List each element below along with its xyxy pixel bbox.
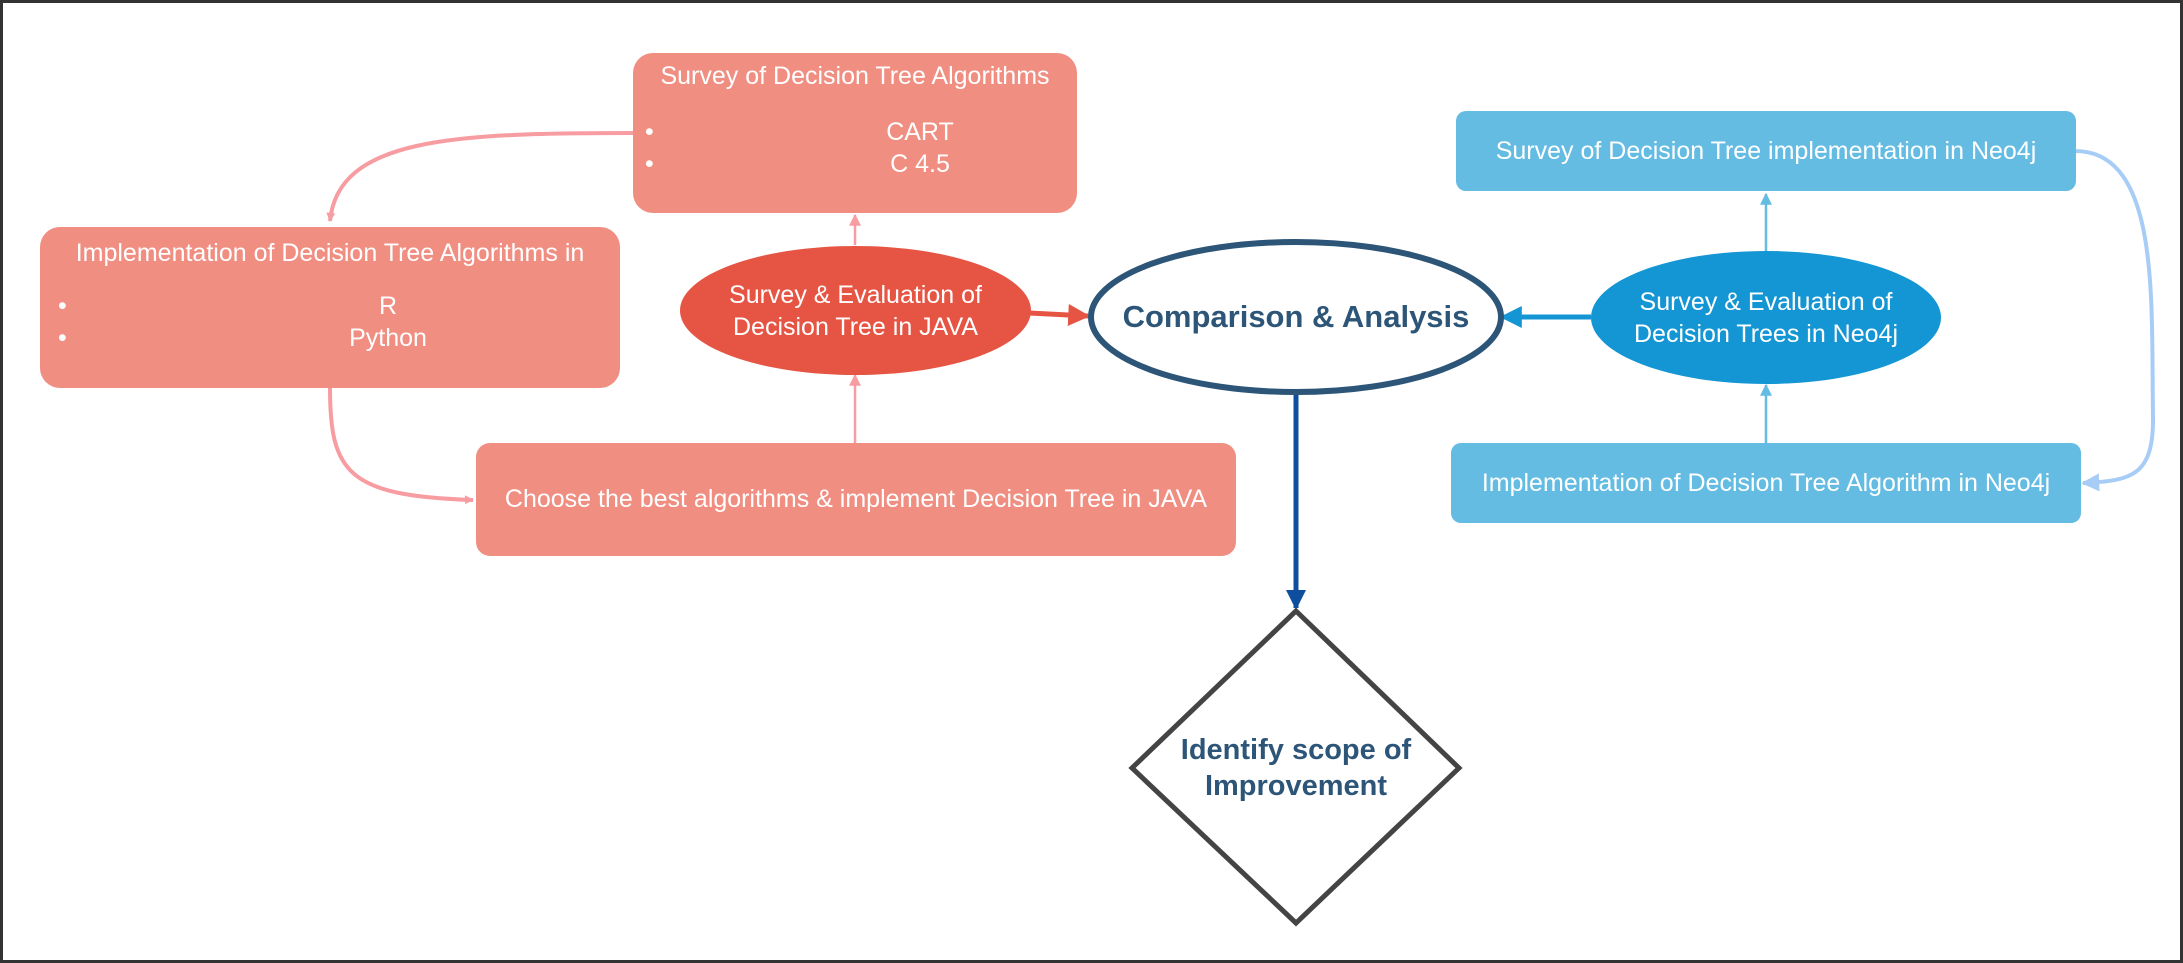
comparison-label: Comparison & Analysis — [1122, 299, 1470, 334]
neo4j-survey-box: Survey of Decision Tree implementation i… — [1456, 111, 2076, 191]
identify-label-wrap: Identify scope of Improvement — [1146, 723, 1446, 813]
connector-neo-survey-to-neo-impl — [2074, 149, 2156, 492]
java-evaluation-line-1: Survey & Evaluation of — [729, 280, 982, 309]
connectors-layer — [326, 131, 2156, 927]
implementation-item-r: R — [58, 290, 578, 322]
survey-algorithms-item-c45: C 4.5 — [645, 148, 1055, 180]
survey-algorithms-title: Survey of Decision Tree Algorithms — [660, 62, 1050, 90]
implementation-box: Implementation of Decision Tree Algorith… — [40, 227, 620, 388]
java-evaluation-ellipse: Survey & Evaluation of Decision Tree in … — [680, 246, 1031, 375]
implementation-list: R Python — [58, 290, 578, 354]
choose-best-box: Choose the best algorithms & implement D… — [476, 443, 1236, 556]
survey-algorithms-box: Survey of Decision Tree Algorithms CART … — [633, 53, 1077, 213]
neo4j-evaluation-ellipse: Survey & Evaluation of Decision Trees in… — [1591, 251, 1941, 384]
connector-implementation-to-choose — [328, 387, 474, 505]
comparison-ellipse — [1088, 239, 1504, 395]
connector-survey-to-implementation — [326, 131, 634, 222]
neo4j-implementation-box: Implementation of Decision Tree Algorith… — [1451, 443, 2081, 523]
identify-line-2: Improvement — [1204, 770, 1388, 802]
identify-line-1: Identify scope of — [1180, 734, 1412, 766]
choose-best-label: Choose the best algorithms & implement D… — [504, 485, 1208, 513]
survey-algorithms-list: CART C 4.5 — [645, 116, 1055, 180]
java-evaluation-line-2: Decision Tree in JAVA — [732, 312, 978, 341]
neo4j-evaluation-line-2: Decision Trees in Neo4j — [1633, 319, 1898, 348]
neo4j-evaluation-line-1: Survey & Evaluation of — [1639, 287, 1893, 316]
implementation-title: Implementation of Decision Tree Algorith… — [75, 239, 585, 267]
neo4j-survey-label: Survey of Decision Tree implementation i… — [1495, 136, 2037, 165]
identify-diamond — [1128, 607, 1463, 927]
neo4j-implementation-label: Implementation of Decision Tree Algorith… — [1481, 468, 2051, 497]
implementation-item-python: Python — [58, 322, 578, 354]
survey-algorithms-item-cart: CART — [645, 116, 1055, 148]
comparison-label-wrap: Comparison & Analysis — [1096, 287, 1496, 347]
connector-java-eval-to-comparison — [1028, 304, 1091, 326]
